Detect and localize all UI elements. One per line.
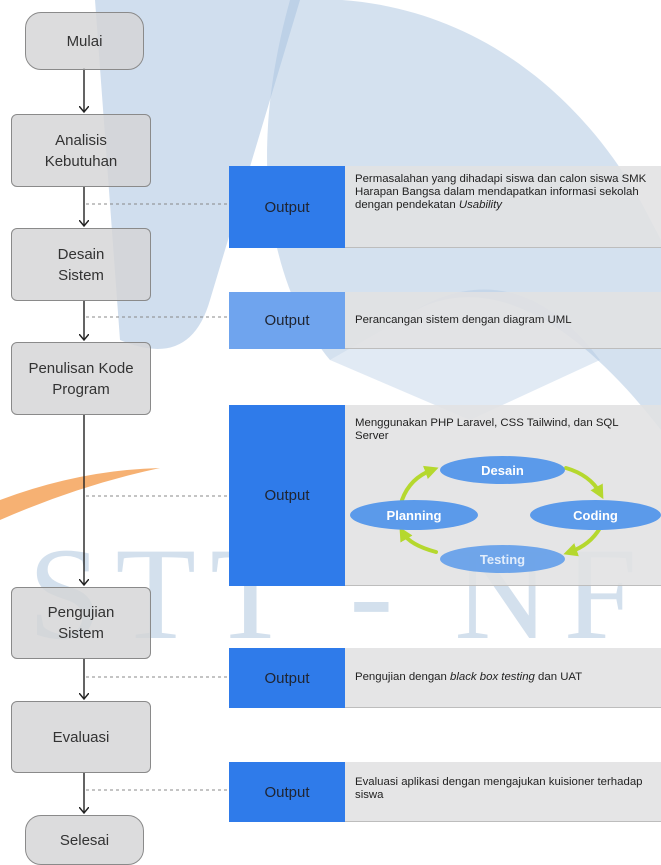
- output-4-description: Pengujian dengan black box testing dan U…: [345, 648, 661, 708]
- flow-box-pengujian-sistem: Pengujian Sistem: [11, 587, 151, 659]
- output-4-italic: black box testing: [450, 671, 535, 683]
- flow-box-desain-sistem: Desain Sistem: [11, 228, 151, 301]
- output-5-description: Evaluasi aplikasi dengan mengajukan kuis…: [345, 762, 661, 822]
- cycle-node-testing: Testing: [440, 545, 565, 573]
- flow-box-penulisan-label: Penulisan Kode Program: [28, 359, 134, 398]
- flow-box-evaluasi: Evaluasi: [11, 701, 151, 773]
- output-1-description: Permasalahan yang dihadapi siswa dan cal…: [345, 166, 661, 248]
- flow-box-desain-label: Desain Sistem: [57, 245, 105, 284]
- flow-box-selesai: Selesai: [25, 815, 144, 865]
- flow-box-analisis-label: Analisis Kebutuhan: [44, 131, 118, 170]
- flow-box-mulai: Mulai: [25, 12, 144, 70]
- flow-box-evaluasi-label: Evaluasi: [52, 728, 110, 746]
- cycle-node-planning: Planning: [350, 500, 478, 530]
- output-3-label: Output: [229, 405, 345, 586]
- flow-box-pengujian-label: Pengujian Sistem: [47, 604, 115, 642]
- flow-box-mulai-label: Mulai: [66, 32, 103, 50]
- output-2-description: Perancangan sistem dengan diagram UML: [345, 292, 661, 349]
- output-4-label: Output: [229, 648, 345, 708]
- watermark-orange-swoosh: [0, 468, 160, 520]
- cycle-node-desain: Desain: [440, 456, 565, 484]
- output-5-label: Output: [229, 762, 345, 822]
- output-1-italic: Usability: [458, 199, 502, 211]
- output-1-label: Output: [229, 166, 345, 248]
- flow-box-penulisan-kode: Penulisan Kode Program: [11, 342, 151, 415]
- flow-box-analisis-kebutuhan: Analisis Kebutuhan: [11, 114, 151, 187]
- output-3-text: Menggunakan PHP Laravel, CSS Tailwind, d…: [355, 417, 619, 442]
- output-2-text: Perancangan sistem dengan diagram UML: [355, 313, 572, 326]
- output-4-text-pre: Pengujian dengan: [355, 671, 451, 683]
- flow-box-selesai-label: Selesai: [59, 831, 110, 849]
- output-2-label: Output: [229, 292, 345, 349]
- cycle-node-coding: Coding: [530, 500, 661, 530]
- output-5-text: Evaluasi aplikasi dengan mengajukan kuis…: [355, 776, 643, 801]
- output-4-text-post: dan UAT: [534, 671, 583, 683]
- output-1-text: Permasalahan yang dihadapi siswa dan cal…: [355, 173, 647, 211]
